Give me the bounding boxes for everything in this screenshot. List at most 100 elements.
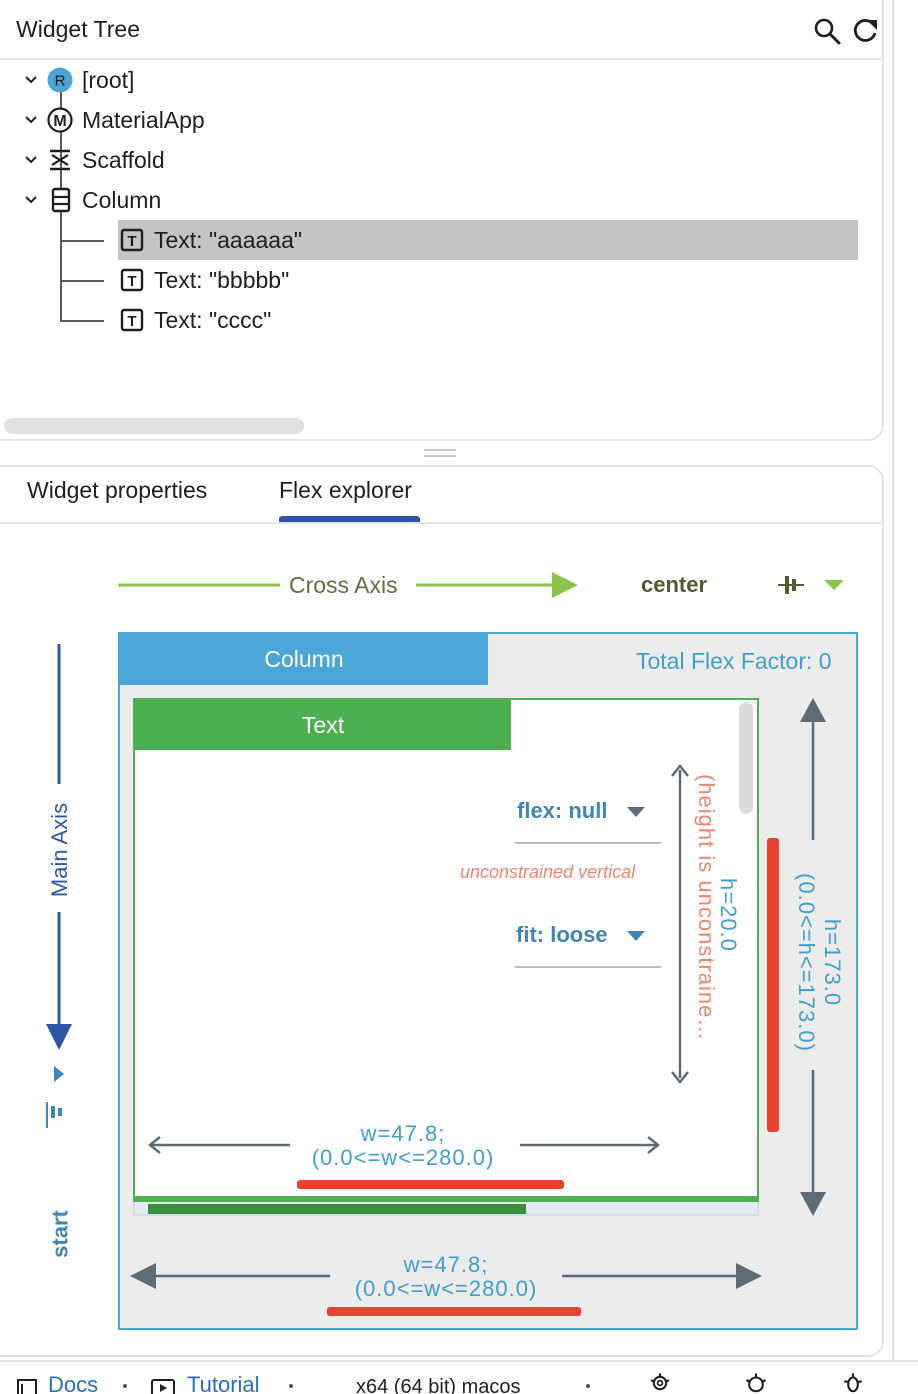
tree-node-materialapp[interactable]: M MaterialApp — [0, 100, 860, 140]
text-icon-letter: T — [127, 233, 136, 250]
settings-gear-icon[interactable] — [644, 1372, 676, 1394]
tree-connector — [60, 212, 62, 320]
bug-report-icon[interactable] — [838, 1372, 868, 1394]
tree-node-root[interactable]: R [root] — [0, 60, 860, 100]
text-icon-letter: T — [127, 313, 136, 330]
column-icon — [51, 187, 71, 213]
parent-width-overflow-bar — [327, 1307, 581, 1316]
main-axis-label-wrap: Main Axis — [47, 795, 73, 905]
refresh-icon[interactable] — [850, 16, 880, 46]
cross-axis-dropdown-icon[interactable] — [822, 578, 846, 592]
main-axis-dropdown-icon[interactable] — [52, 1064, 66, 1084]
chevron-down-icon[interactable] — [24, 153, 38, 167]
platform-info: x64 (64 bit) macos — [356, 1376, 521, 1394]
child-width-constraint: (0.0<=w<=280.0) — [311, 1145, 495, 1170]
tree-node-text-aaaaaa[interactable]: T Text: "aaaaaa" — [118, 220, 858, 260]
child-height-label: h=20.0 — [716, 878, 741, 952]
docs-icon[interactable] — [16, 1378, 38, 1394]
tutorial-link[interactable]: Tutorial — [187, 1372, 260, 1394]
vertical-scrollbar[interactable] — [739, 702, 753, 814]
tree-node-label: Text: "bbbbb" — [154, 266, 290, 293]
tree-node-text-bbbbb[interactable]: T Text: "bbbbb" — [118, 260, 858, 300]
text-icon-letter: T — [127, 273, 136, 290]
active-tab-indicator — [279, 516, 420, 522]
tutorial-icon[interactable] — [150, 1378, 176, 1394]
cross-axis-center-icon[interactable] — [776, 573, 806, 597]
parent-height-wrap: h=173.0 (0.0<=h<=173.0) — [785, 860, 845, 1065]
selected-row-highlight — [118, 220, 858, 260]
cross-axis-label: Cross Axis — [289, 572, 398, 598]
parent-width-value: w=47.8; — [403, 1252, 489, 1277]
flex-dropdown-icon[interactable] — [625, 805, 647, 819]
child-width-overflow-bar — [297, 1180, 564, 1189]
cross-axis-arrow — [118, 572, 578, 598]
height-overflow-bar — [767, 838, 779, 1132]
tree-node-label: Text: "aaaaaa" — [154, 226, 303, 253]
search-icon[interactable] — [812, 16, 842, 46]
tree-connector — [60, 240, 104, 242]
child-width-value: w=47.8; — [360, 1121, 446, 1146]
widget-tree-header: Widget Tree — [0, 0, 882, 60]
parent-width-constraint: (0.0<=w<=280.0) — [354, 1276, 538, 1301]
main-axis-arrow — [46, 644, 72, 1050]
status-bar — [0, 1360, 918, 1394]
text-widget-icon: T — [120, 228, 144, 252]
status-separator — [123, 1384, 127, 1388]
tree-node-scaffold[interactable]: Scaffold — [0, 140, 860, 180]
panel-divider — [892, 0, 894, 1360]
material-app-letter: M — [53, 113, 66, 130]
tree-node-label: Text: "cccc" — [154, 306, 272, 333]
root-badge-icon: R — [47, 67, 73, 93]
panel-resize-handle[interactable] — [424, 447, 456, 459]
tree-node-label: Column — [82, 186, 162, 213]
text-widget-icon: T — [120, 308, 144, 332]
fit-dropdown-icon[interactable] — [625, 929, 647, 943]
devtools-settings-icon[interactable] — [738, 1372, 774, 1394]
parent-width-arrow — [130, 1263, 762, 1289]
column-header: Column — [120, 634, 488, 685]
parent-height-label: h=173.0 (0.0<=h<=173.0) — [793, 860, 845, 1065]
horizontal-scrollbar[interactable] — [4, 418, 304, 434]
fit-dropdown-value[interactable]: fit: loose — [516, 922, 608, 947]
main-axis-start-wrap: start — [47, 1205, 73, 1260]
fit-dropdown-underline — [515, 966, 661, 968]
text-child-box[interactable] — [133, 698, 759, 1202]
material-app-icon: M — [47, 107, 73, 133]
scaffold-icon — [50, 149, 70, 171]
child-height-arrow — [671, 763, 689, 1085]
child-width-arrow — [147, 1136, 661, 1154]
tree-node-text-cccc[interactable]: T Text: "cccc" — [118, 300, 858, 340]
root-badge-letter: R — [55, 73, 66, 90]
child-width-label: w=47.8; (0.0<=w<=280.0) — [290, 1122, 516, 1170]
tree-connector — [60, 280, 104, 282]
main-axis-start-icon[interactable] — [44, 1100, 64, 1130]
tabs-divider — [0, 522, 882, 524]
parent-height-constraint: (0.0<=h<=173.0) — [794, 873, 819, 1052]
tree-node-column[interactable]: Column — [0, 180, 860, 220]
text-child-header: Text — [135, 700, 511, 750]
chevron-down-icon[interactable] — [24, 193, 38, 207]
main-axis-alignment-value[interactable]: start — [47, 1210, 73, 1258]
tree-node-label: MaterialApp — [82, 106, 205, 133]
parent-width-label: w=47.8; (0.0<=w<=280.0) — [330, 1253, 562, 1301]
tree-node-label: [root] — [82, 66, 135, 93]
cross-axis-alignment-value[interactable]: center — [641, 572, 708, 597]
chevron-down-icon[interactable] — [24, 73, 38, 87]
main-axis-label: Main Axis — [47, 802, 72, 898]
widget-tree-title: Widget Tree — [16, 16, 140, 42]
tree-connector — [60, 320, 104, 322]
tab-flex-explorer[interactable]: Flex explorer — [279, 477, 412, 503]
tree-node-label: Scaffold — [82, 146, 165, 173]
chevron-down-icon[interactable] — [24, 113, 38, 127]
parent-height-value: h=173.0 — [820, 918, 845, 1007]
child-height-wrap: h=20.0 — [712, 878, 742, 978]
parent-height-arrow — [800, 698, 826, 1216]
flex-dropdown-value[interactable]: flex: null — [517, 798, 608, 823]
status-separator — [289, 1384, 293, 1388]
tab-widget-properties[interactable]: Widget properties — [27, 477, 208, 503]
docs-link[interactable]: Docs — [48, 1372, 99, 1394]
unconstrained-vertical-note: unconstrained vertical — [460, 862, 636, 882]
child-stack-strip — [148, 1204, 526, 1214]
flex-dropdown-underline — [515, 842, 661, 844]
status-separator — [586, 1384, 590, 1388]
